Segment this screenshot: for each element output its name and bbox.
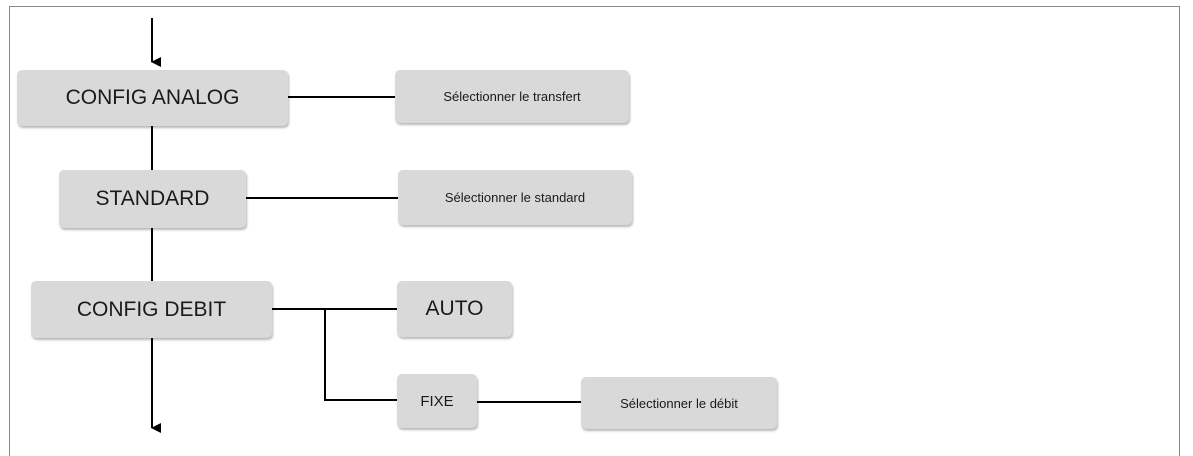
node-standard: STANDARD xyxy=(59,170,246,228)
node-sel-transfert: Sélectionner le transfert xyxy=(395,70,629,123)
node-fixe: FIXE xyxy=(397,374,477,428)
node-sel-standard: Sélectionner le standard xyxy=(398,170,632,225)
link-debit-fixe xyxy=(324,309,397,401)
node-config-analog: CONFIG ANALOG xyxy=(17,70,288,126)
node-auto: AUTO xyxy=(397,281,512,337)
node-sel-debit: Sélectionner le débit xyxy=(581,377,777,429)
connector-lines xyxy=(151,18,581,433)
node-config-debit: CONFIG DEBIT xyxy=(31,281,272,338)
diagram-frame xyxy=(9,6,1180,456)
